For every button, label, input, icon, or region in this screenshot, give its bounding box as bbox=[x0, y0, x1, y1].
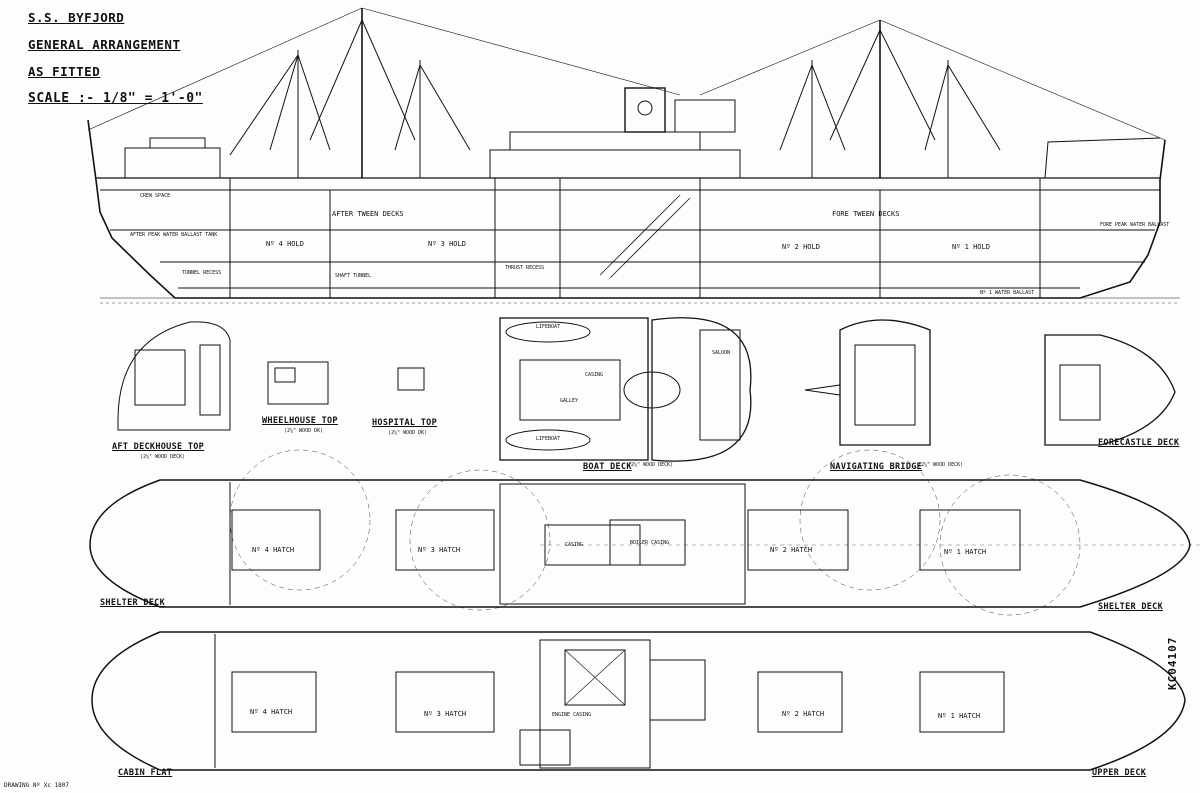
shelter-hatch-4: Nº 4 HATCH bbox=[252, 546, 295, 554]
wheelhouse-top-subtitle: (2¼" WOOD DK) bbox=[284, 428, 324, 434]
aft-deckhouse-top-subtitle: (2¼" WOOD DECK) bbox=[140, 454, 186, 460]
wheelhouse-top-title: WHEELHOUSE TOP bbox=[262, 416, 338, 426]
title-block: S.S. BYFJORD GENERAL ARRANGEMENT AS FITT… bbox=[28, 4, 203, 112]
boiler-casing-label: BOILER CASING bbox=[630, 540, 670, 546]
thrust-recess-label: THRUST RECESS bbox=[505, 265, 545, 271]
upper-hatch-3: Nº 3 HATCH bbox=[424, 710, 467, 718]
tunnel-recess-label: TUNNEL RECESS bbox=[182, 270, 222, 276]
forecastle-deck-plan bbox=[1044, 334, 1176, 446]
upper-deck-title: UPPER DECK bbox=[1092, 768, 1147, 778]
navigating-bridge-subtitle: (2¼" WOOD DECK) bbox=[918, 462, 964, 468]
lifeboat-label-starboard: LIFEBOAT bbox=[536, 436, 561, 442]
shelter-hatch-1: Nº 1 HATCH bbox=[944, 548, 987, 556]
fore-tween-label: FORE TWEEN DECKS bbox=[832, 210, 900, 218]
upper-hatch-1: Nº 1 HATCH bbox=[938, 712, 981, 720]
galley-label: GALLEY bbox=[560, 398, 579, 404]
hold-1-label: Nº 1 HOLD bbox=[952, 243, 990, 251]
shelter-deck-right-title: SHELTER DECK bbox=[1098, 602, 1164, 612]
upper-deck-plan bbox=[91, 631, 1186, 771]
wheelhouse-top-plan bbox=[267, 361, 329, 405]
after-tween-label: AFTER TWEEN DECKS bbox=[332, 210, 404, 218]
aft-peak-label: AFTER PEAK WATER BALLAST TANK bbox=[130, 232, 218, 238]
boat-casing-label: CASING bbox=[585, 372, 604, 378]
aft-deckhouse-top-plan bbox=[117, 321, 231, 431]
ship-profile bbox=[87, 7, 1180, 304]
upper-hatch-2: Nº 2 HATCH bbox=[782, 710, 825, 718]
ship-name: S.S. BYFJORD bbox=[28, 10, 125, 25]
drawing-title: GENERAL ARRANGEMENT bbox=[28, 37, 181, 52]
side-number: KC04107 bbox=[1166, 636, 1179, 690]
lifeboat-label-port: LIFEBOAT bbox=[536, 324, 561, 330]
forecastle-deck-title: FORECASTLE DECK bbox=[1098, 438, 1180, 448]
shaft-tunnel-label: SHAFT TUNNEL bbox=[335, 273, 372, 279]
cabin-flat-title: CABIN FLAT bbox=[118, 768, 173, 778]
navigating-bridge-plan bbox=[804, 319, 931, 446]
shelter-hatch-2: Nº 2 HATCH bbox=[770, 546, 813, 554]
shelter-hatch-3: Nº 3 HATCH bbox=[418, 546, 461, 554]
drawing-number: DRAWING Nº Xc 1807 bbox=[4, 782, 70, 789]
hospital-top-title: HOSPITAL TOP bbox=[372, 418, 438, 428]
boat-deck-plan bbox=[499, 317, 752, 462]
hospital-top-subtitle: (2¼" WOOD DK) bbox=[388, 430, 428, 436]
drawing-scale: SCALE :- 1/8" = 1'-0" bbox=[28, 91, 203, 106]
casing-label: CASING bbox=[565, 542, 584, 548]
fore-peak-label: FORE PEAK WATER BALLAST bbox=[1100, 222, 1170, 228]
saloon-label: SALOON bbox=[712, 350, 731, 356]
drawing-status: AS FITTED bbox=[28, 64, 101, 79]
hold-3-label: Nº 3 HOLD bbox=[428, 240, 466, 248]
crew-space-label: CREW SPACE bbox=[140, 193, 171, 199]
hospital-top-plan bbox=[397, 367, 425, 391]
upper-hatch-4: Nº 4 HATCH bbox=[250, 708, 293, 716]
water-ballast-label: Nº 1 WATER BALLAST bbox=[980, 290, 1035, 296]
engine-casing-label: ENGINE CASING bbox=[552, 712, 592, 718]
aft-deckhouse-top-title: AFT DECKHOUSE TOP bbox=[112, 442, 205, 452]
hold-4-label: Nº 4 HOLD bbox=[266, 240, 304, 248]
shelter-deck-left-title: SHELTER DECK bbox=[100, 598, 166, 608]
boat-deck-subtitle: (2¼" WOOD DECK) bbox=[628, 462, 674, 468]
shelter-deck-plan bbox=[89, 449, 1200, 616]
hold-2-label: Nº 2 HOLD bbox=[782, 243, 820, 251]
boat-deck-title: BOAT DECK bbox=[583, 462, 632, 472]
navigating-bridge-title: NAVIGATING BRIDGE bbox=[830, 462, 923, 472]
